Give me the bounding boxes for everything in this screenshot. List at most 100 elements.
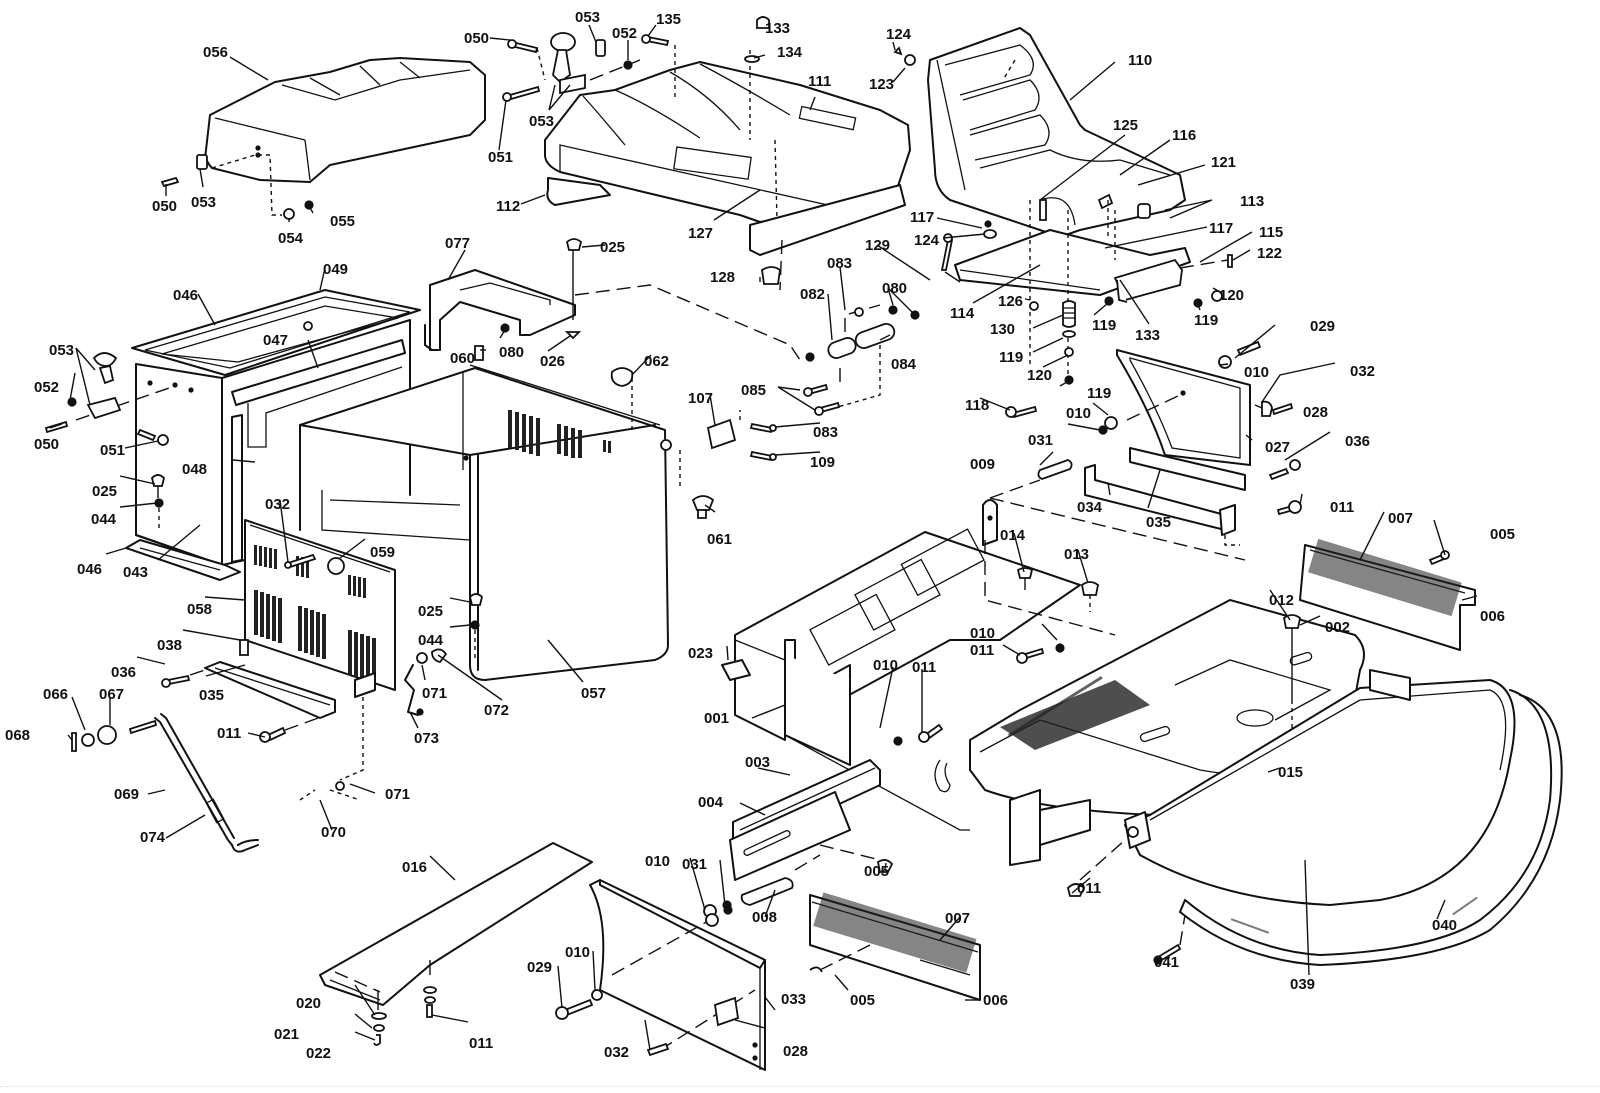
callout-112: 112 <box>496 198 520 215</box>
callout-109: 109 <box>810 454 835 471</box>
callout-053: 053 <box>529 113 554 130</box>
seat-pan-111 <box>502 16 911 291</box>
callout-032: 032 <box>604 1044 629 1061</box>
bumper-speckle <box>1230 896 1478 934</box>
callout-062: 062 <box>644 353 669 370</box>
callout-120: 120 <box>1219 287 1244 304</box>
callout-011: 011 <box>1330 499 1354 516</box>
callout-134: 134 <box>777 44 803 61</box>
callout-029: 029 <box>527 959 552 976</box>
callout-050: 050 <box>464 30 489 47</box>
callout-080: 080 <box>882 280 907 297</box>
callout-031: 031 <box>682 856 707 873</box>
callout-028: 028 <box>1303 404 1328 421</box>
callout-117: 117 <box>910 209 934 226</box>
callout-034: 034 <box>1077 499 1103 516</box>
callout-052: 052 <box>34 379 59 396</box>
callout-026: 026 <box>540 353 565 370</box>
callout-126: 126 <box>998 293 1023 310</box>
callout-050: 050 <box>152 198 177 215</box>
callout-082: 082 <box>800 286 825 303</box>
callout-025: 025 <box>600 239 625 256</box>
callout-120: 120 <box>1027 367 1052 384</box>
callout-048: 048 <box>182 461 207 478</box>
callout-059: 059 <box>370 544 395 561</box>
callout-006: 006 <box>983 992 1008 1009</box>
callout-013: 013 <box>1064 546 1089 563</box>
callout-015: 015 <box>1278 764 1303 781</box>
callout-035: 035 <box>199 687 224 704</box>
callout-077: 077 <box>445 235 470 252</box>
callout-010: 010 <box>873 657 898 674</box>
bar-speckle-006b <box>813 892 977 973</box>
callout-135: 135 <box>656 11 681 28</box>
page-bottom-edge <box>0 1086 1600 1087</box>
seat-box-048 <box>44 289 421 581</box>
callout-053: 053 <box>575 9 600 26</box>
callout-071: 071 <box>385 786 410 803</box>
callout-028: 028 <box>783 1043 808 1060</box>
callout-041: 041 <box>1154 954 1179 971</box>
callout-005: 005 <box>850 992 875 1009</box>
callout-016: 016 <box>402 859 427 876</box>
callout-012: 012 <box>1269 592 1294 609</box>
callout-060: 060 <box>450 350 475 367</box>
callout-049: 049 <box>323 261 348 278</box>
callout-119: 119 <box>999 349 1023 366</box>
callout-083: 083 <box>827 255 852 272</box>
callout-053: 053 <box>49 342 74 359</box>
callout-121: 121 <box>1211 154 1236 171</box>
callout-011: 011 <box>912 659 936 676</box>
callout-122: 122 <box>1257 245 1282 262</box>
callout-007: 007 <box>1388 510 1413 527</box>
front-bumper-039 <box>1067 669 1563 966</box>
callout-040: 040 <box>1432 917 1457 934</box>
callout-133: 133 <box>765 20 790 37</box>
callout-053: 053 <box>191 194 216 211</box>
callout-027: 027 <box>1265 439 1290 456</box>
callout-083: 083 <box>813 424 838 441</box>
chassis-001 <box>721 499 1116 831</box>
callout-115: 115 <box>1259 224 1283 241</box>
callout-005: 005 <box>1490 526 1515 543</box>
callout-035: 035 <box>1146 514 1171 531</box>
callout-052: 052 <box>612 25 637 42</box>
callout-069: 069 <box>114 786 139 803</box>
callout-033: 033 <box>781 991 806 1008</box>
callout-011: 011 <box>469 1035 493 1052</box>
callout-124: 124 <box>886 26 912 43</box>
callout-118: 118 <box>965 397 989 414</box>
callout-110: 110 <box>1128 52 1152 69</box>
callout-067: 067 <box>99 686 124 703</box>
seat-cushion-056 <box>160 57 486 220</box>
callout-047: 047 <box>263 332 288 349</box>
callout-072: 072 <box>484 702 509 719</box>
callout-055: 055 <box>330 213 355 230</box>
callout-010: 010 <box>565 944 590 961</box>
callout-011: 011 <box>970 642 994 659</box>
callout-032: 032 <box>1350 363 1375 380</box>
side-panel-033 <box>555 879 766 1071</box>
callout-007: 007 <box>945 910 970 927</box>
callout-010: 010 <box>970 625 995 642</box>
callout-044: 044 <box>418 632 444 649</box>
callout-038: 038 <box>157 637 182 654</box>
callout-008: 008 <box>752 909 777 926</box>
floor-board-016 <box>319 842 593 1046</box>
callout-129: 129 <box>865 237 890 254</box>
callout-031: 031 <box>1028 432 1053 449</box>
callout-107: 107 <box>688 390 713 407</box>
callout-014: 014 <box>1000 527 1026 544</box>
callout-044: 044 <box>91 511 117 528</box>
hood-linkage-082 <box>706 304 920 462</box>
callout-071: 071 <box>422 685 447 702</box>
callout-010: 010 <box>1066 405 1091 422</box>
callout-004: 004 <box>698 794 724 811</box>
callout-119: 119 <box>1087 385 1111 402</box>
callout-001: 001 <box>704 710 729 727</box>
callout-002: 002 <box>1325 619 1350 636</box>
callout-021: 021 <box>274 1026 299 1043</box>
callout-032: 032 <box>265 496 290 513</box>
callout-080: 080 <box>499 344 524 361</box>
callout-025: 025 <box>418 603 443 620</box>
